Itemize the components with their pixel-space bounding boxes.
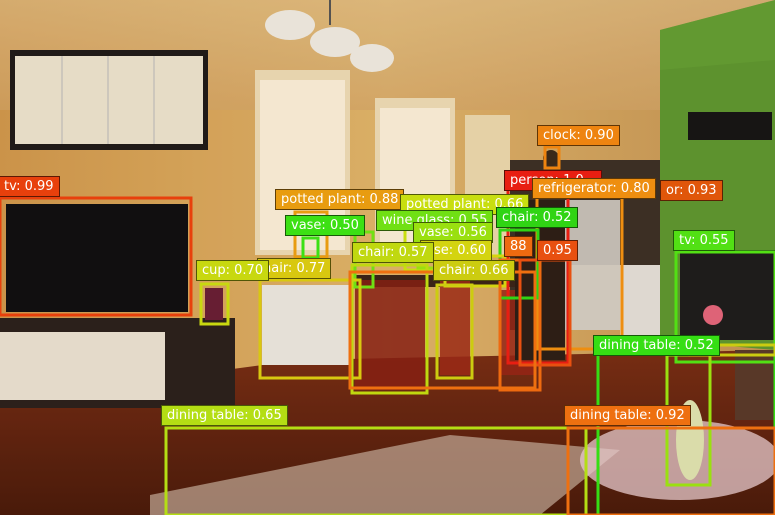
label-chair-4: chair: 0.66 — [433, 260, 515, 281]
box-chair-4 — [435, 283, 474, 380]
label-potted-plant-1: potted plant: 0.88 — [275, 189, 405, 210]
label-tv-left: tv: 0.99 — [0, 176, 60, 197]
label-vase-2: vase: 0.56 — [413, 222, 493, 243]
label-dining-table-3: dining table: 0.65 — [161, 405, 288, 426]
label-object-88: 88 — [504, 236, 533, 257]
box-cup — [199, 282, 230, 326]
label-cup: cup: 0.70 — [196, 260, 270, 281]
label-refrigerator: refrigerator: 0.80 — [532, 178, 656, 199]
box-tv-right — [674, 250, 775, 364]
box-dining-table-4 — [566, 426, 775, 515]
label-chair-3: chair: 0.57 — [352, 242, 434, 263]
box-tv-left — [0, 196, 193, 317]
box-chair-3 — [350, 263, 429, 395]
box-chair-2 — [258, 278, 362, 380]
box-clock — [543, 145, 561, 170]
label-dining-table-2: dining table: 0.52 — [593, 335, 720, 356]
label-tv-right: tv: 0.55 — [673, 230, 735, 251]
label-chair-1: chair: 0.52 — [496, 207, 578, 228]
label-vase-1: vase: 0.50 — [285, 215, 365, 236]
label-chair-2: hair: 0.77 — [257, 258, 332, 279]
label-clock: clock: 0.90 — [537, 125, 620, 146]
box-dining-table-3 — [164, 426, 588, 515]
label-dining-table-4: dining table: 0.92 — [564, 405, 691, 426]
label-object-95: 0.95 — [537, 240, 578, 261]
label-door: or: 0.93 — [660, 180, 723, 201]
label-vase-3: ase: 0.60 — [420, 240, 493, 261]
